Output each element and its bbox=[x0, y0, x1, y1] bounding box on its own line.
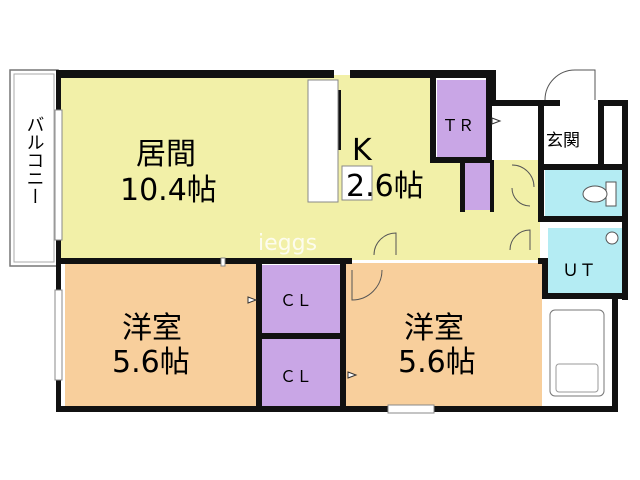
western-room-left-name: 洋室 bbox=[122, 311, 182, 346]
windows bbox=[54, 109, 435, 414]
hall-storage-area bbox=[464, 162, 492, 210]
utility-label: ＵＴ bbox=[562, 261, 596, 281]
western-room-right-area bbox=[345, 263, 542, 406]
entrance-area bbox=[540, 118, 602, 166]
closet-lower-label: ＣＬ bbox=[280, 367, 312, 386]
storage-area bbox=[437, 80, 489, 158]
closet-arrows bbox=[247, 117, 502, 379]
entrance-label: 玄関 bbox=[546, 131, 580, 151]
living-room-area bbox=[60, 75, 342, 260]
living-room-size: 10.4帖 bbox=[120, 173, 217, 208]
closet-upper-area bbox=[262, 265, 342, 333]
closet-upper-label: ＣＬ bbox=[280, 291, 312, 310]
basin-fixture bbox=[605, 231, 619, 245]
kitchen-size: 2.6帖 bbox=[346, 169, 424, 204]
walls bbox=[56, 70, 628, 412]
living-room-name: 居間 bbox=[136, 137, 196, 172]
kitchen-counter bbox=[307, 79, 339, 203]
storage-label: ＴＲ bbox=[442, 116, 474, 135]
western-room-left-area bbox=[65, 263, 257, 406]
toilet-fixture bbox=[582, 181, 617, 207]
western-room-left-size: 5.6帖 bbox=[112, 345, 190, 380]
balcony-label: バルコニー bbox=[24, 115, 45, 205]
door-swings bbox=[351, 69, 596, 301]
balcony-inner-outline bbox=[13, 73, 55, 263]
bathtub-inner bbox=[555, 363, 599, 393]
watermark: ieggs bbox=[258, 231, 317, 256]
western-room-right-size: 5.6帖 bbox=[398, 345, 476, 380]
kitchen-sink bbox=[341, 165, 373, 201]
closet-lower-area bbox=[262, 338, 342, 406]
kitchen-name: K bbox=[352, 133, 373, 168]
western-room-right-name: 洋室 bbox=[404, 311, 464, 346]
